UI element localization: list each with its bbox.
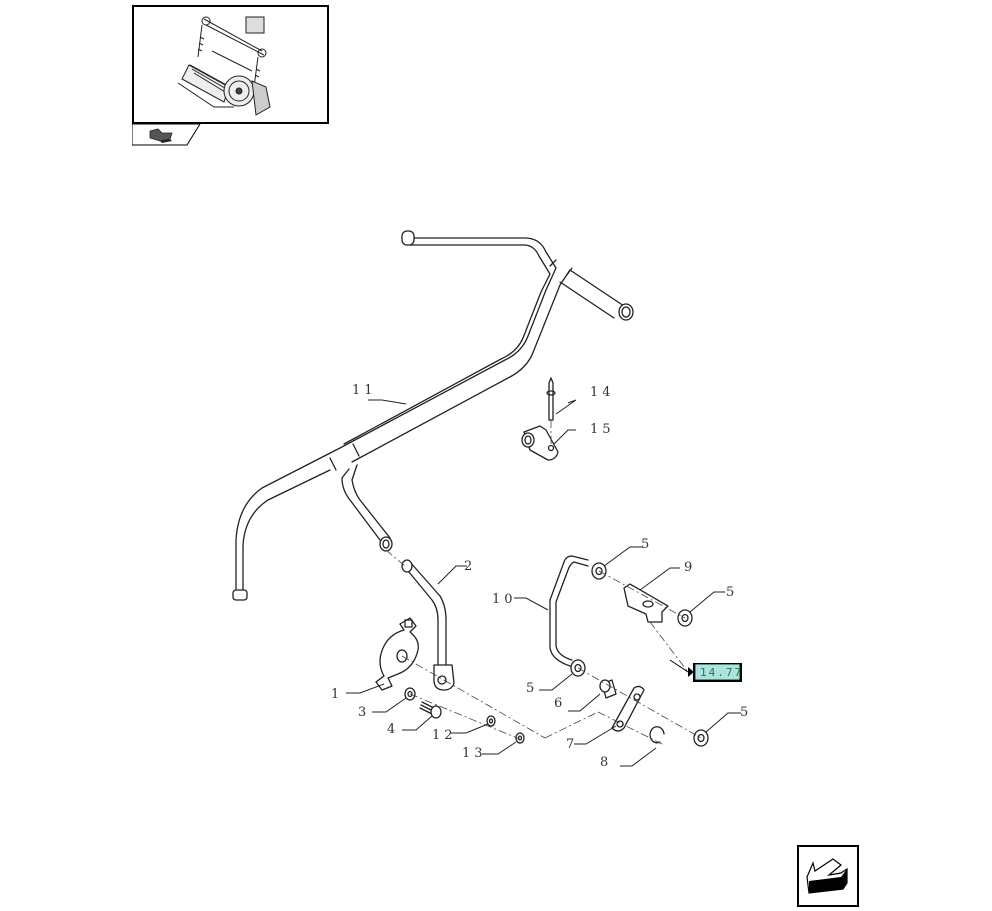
part-13-clip[interactable] bbox=[515, 732, 525, 744]
callout-5[interactable]: 5 bbox=[641, 537, 653, 552]
callout-4[interactable]: 4 bbox=[387, 722, 399, 737]
part-7-link[interactable] bbox=[611, 685, 645, 732]
callout-7[interactable]: 7 bbox=[566, 737, 578, 752]
callout-10[interactable]: 10 bbox=[492, 592, 517, 607]
part-11-tube[interactable] bbox=[232, 230, 634, 601]
part-14-rivet[interactable] bbox=[546, 377, 556, 421]
part-1-bracket[interactable] bbox=[375, 617, 419, 691]
reference-link-14-77[interactable]: 14.77 bbox=[693, 663, 743, 682]
callout-12[interactable]: 12 bbox=[432, 728, 457, 743]
callout-3[interactable]: 3 bbox=[358, 705, 370, 720]
assembly-thumbnail-image bbox=[177, 16, 271, 116]
reference-link-label: 14.77 bbox=[700, 666, 743, 679]
callout-8[interactable]: 8 bbox=[600, 755, 612, 770]
arrow-next-icon bbox=[806, 858, 848, 894]
callout-6[interactable]: 6 bbox=[554, 696, 566, 711]
assembly-thumbnail[interactable] bbox=[132, 5, 329, 124]
part-5-washer[interactable] bbox=[693, 729, 709, 747]
part-6-bushing[interactable] bbox=[599, 679, 617, 699]
callout-14[interactable]: 14 bbox=[590, 385, 615, 400]
part-10-rod[interactable] bbox=[549, 555, 589, 667]
callout-5[interactable]: 5 bbox=[726, 585, 738, 600]
callout-13[interactable]: 13 bbox=[462, 746, 487, 761]
part-15-clamp[interactable] bbox=[521, 425, 559, 461]
callout-11[interactable]: 11 bbox=[352, 383, 377, 398]
callout-15[interactable]: 15 bbox=[590, 422, 615, 437]
part-4-bolt[interactable] bbox=[419, 701, 442, 719]
callout-5[interactable]: 5 bbox=[740, 705, 752, 720]
callout-1[interactable]: 1 bbox=[331, 687, 343, 702]
part-8-circlip[interactable] bbox=[649, 726, 665, 744]
part-2-tube[interactable] bbox=[401, 559, 455, 691]
assembly-nav-icon bbox=[149, 128, 173, 143]
part-9-bracket[interactable] bbox=[623, 583, 669, 623]
part-12-nut[interactable] bbox=[486, 715, 496, 727]
callout-5[interactable]: 5 bbox=[526, 681, 538, 696]
thumbnail-tab[interactable] bbox=[132, 124, 202, 146]
callout-2[interactable]: 2 bbox=[464, 559, 476, 574]
next-page-button[interactable] bbox=[797, 845, 859, 907]
callout-9[interactable]: 9 bbox=[684, 560, 696, 575]
